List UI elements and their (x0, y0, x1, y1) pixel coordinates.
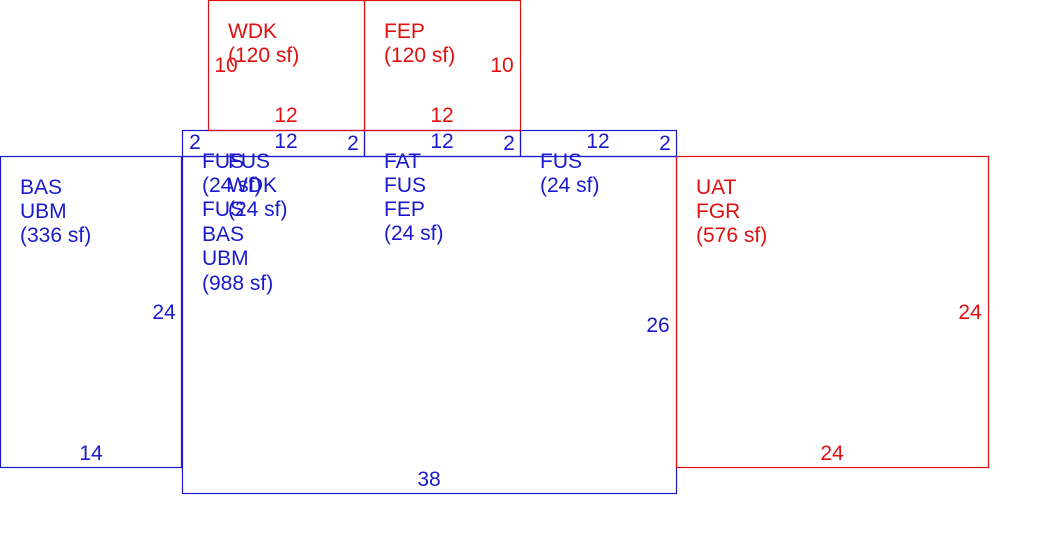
dim-fep-side: 10 (490, 54, 513, 77)
area-label-fus-right: FUS (24 sf) (540, 150, 600, 197)
dim-main-side: 26 (646, 314, 669, 337)
dim-main-bottom: 38 (417, 468, 440, 491)
area-label-fat-fus-fep: FAT FUS FEP (24 sf) (384, 150, 444, 245)
area-label-main: FUS (24 sf) FUS BAS UBM (988 sf) (202, 150, 273, 295)
dim-wdk-side: 10 (214, 54, 237, 77)
fep-outline (363, 0, 522, 132)
dim-strip3-right: 2 (659, 132, 671, 155)
bas-ubm-outline (0, 155, 183, 469)
uat-fgr-outline (675, 155, 990, 469)
dim-strip1-top: 12 (274, 130, 297, 153)
area-label-wdk: WDK (120 sf) (228, 20, 299, 67)
dim-fep-bottom: 12 (430, 104, 453, 127)
dim-strip2-top: 12 (430, 130, 453, 153)
area-label-fep: FEP (120 sf) (384, 20, 455, 67)
dim-strip2-right: 2 (503, 132, 515, 155)
strip-3-outline (519, 129, 678, 158)
area-label-bas-ubm: BAS UBM (336 sf) (20, 176, 91, 247)
dim-bas-bottom: 14 (79, 442, 103, 465)
dim-wdk-bottom: 12 (274, 104, 297, 127)
dim-uat-bottom: 24 (820, 442, 844, 465)
dim-strip3-top: 12 (586, 130, 609, 153)
dim-bas-side: 24 (152, 301, 176, 324)
area-label-uat-fgr: UAT FGR (576 sf) (696, 176, 767, 247)
area-label-fus-wdk: FUS WDK (24 sf) (228, 150, 288, 221)
dim-uat-side: 24 (958, 301, 982, 324)
dim-strip1-right: 2 (347, 132, 359, 155)
dim-strip1-left: 2 (189, 131, 201, 154)
